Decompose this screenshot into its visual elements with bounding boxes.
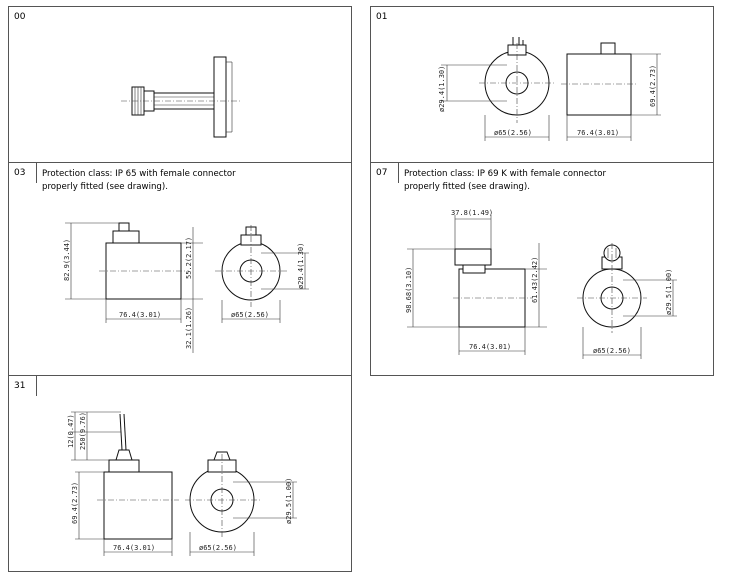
dim-length: 76.4(3.01) [469, 343, 511, 351]
dim-length: 76.4(3.01) [113, 544, 155, 552]
desc-line-2: properly fitted (see drawing). [404, 182, 530, 192]
dim-lead: 250(9.76) [79, 412, 87, 450]
dim-total-height: 98.68(3.10) [405, 267, 413, 313]
dim-height: 69.4(2.73) [649, 65, 657, 107]
panel-description: Protection class: IP 65 with female conn… [42, 168, 236, 194]
panel-code: 31 [14, 381, 26, 391]
header-divider [398, 163, 399, 183]
dim-body-height: 61.43(2.42) [531, 257, 539, 303]
dim-length: 76.4(3.01) [577, 129, 619, 137]
mounting-flange [213, 56, 227, 138]
side-terminal [600, 42, 616, 55]
connector-top [118, 222, 130, 232]
panel-code: 03 [14, 168, 26, 178]
panel-code: 01 [376, 12, 388, 22]
header-divider [36, 163, 37, 183]
dim-length: 76.4(3.01) [119, 311, 161, 319]
dim-width: ø65(2.56) [199, 544, 237, 552]
dim-ring-dia: ø29.4(1.30) [438, 66, 446, 112]
drawing-07: 37.8(1.49) 98.68(3.10) 61.43(2.42) 76.4(… [405, 209, 677, 359]
connector-body [112, 230, 140, 244]
dim-width: ø65(2.56) [593, 347, 631, 355]
dim-width: ø65(2.56) [231, 311, 269, 319]
dim-ring-dia: ø29.4(1.30) [297, 243, 305, 289]
desc-line-1: Protection class: IP 69 K with female co… [404, 169, 607, 179]
header-divider [36, 376, 37, 396]
dim-ring-dia: ø29.5(1.00) [285, 478, 293, 524]
panel-description: Protection class: IP 69 K with female co… [404, 168, 606, 194]
panel-01: 01 ø29.4(1.30) ø65(2.56) 69.4(2.73) 76.4… [370, 6, 714, 163]
connector-base [462, 264, 486, 274]
panel-07: 07 Protection class: IP 69 K with female… [370, 162, 714, 376]
dim-connector-width: 37.8(1.49) [451, 209, 493, 217]
dim-width: ø65(2.56) [494, 129, 532, 137]
drawing-00 [121, 56, 241, 138]
panel-code: 07 [376, 168, 388, 178]
drawing-31: 12(0.47) 250(9.76) 69.4(2.73) 76.4(3.01)… [67, 411, 297, 556]
drawing-01: ø29.4(1.30) ø65(2.56) 69.4(2.73) 76.4(3.… [438, 37, 661, 141]
dim-lead-top: 12(0.47) [67, 414, 75, 448]
coil-side-outline [566, 53, 632, 116]
dim-ring-dia: ø29.5(1.00) [665, 269, 673, 315]
desc-line-1: Protection class: IP 65 with female conn… [42, 169, 236, 179]
drawing-03: 82.9(3.44) 55.2(2.17) 32.1(1.26) 76.4(3.… [63, 222, 309, 353]
panel-00: 00 [8, 6, 352, 163]
coil-side-outline [103, 471, 173, 540]
dim-below: 32.1(1.26) [185, 307, 193, 349]
gland-taper [115, 449, 133, 461]
panel-code: 00 [14, 12, 26, 22]
panel-03: 03 Protection class: IP 65 with female c… [8, 162, 352, 376]
desc-line-2: properly fitted (see drawing). [42, 182, 168, 192]
connector-body [454, 248, 492, 266]
panel-31: 31 12(0.47) 250(9.76) 69.4(2.73) 76.4(3.… [8, 375, 352, 572]
lead-gland [108, 459, 140, 473]
dim-height: 69.4(2.73) [71, 482, 79, 524]
dim-body-height: 55.2(2.17) [185, 237, 193, 279]
dim-total-height: 82.9(3.44) [63, 239, 71, 281]
